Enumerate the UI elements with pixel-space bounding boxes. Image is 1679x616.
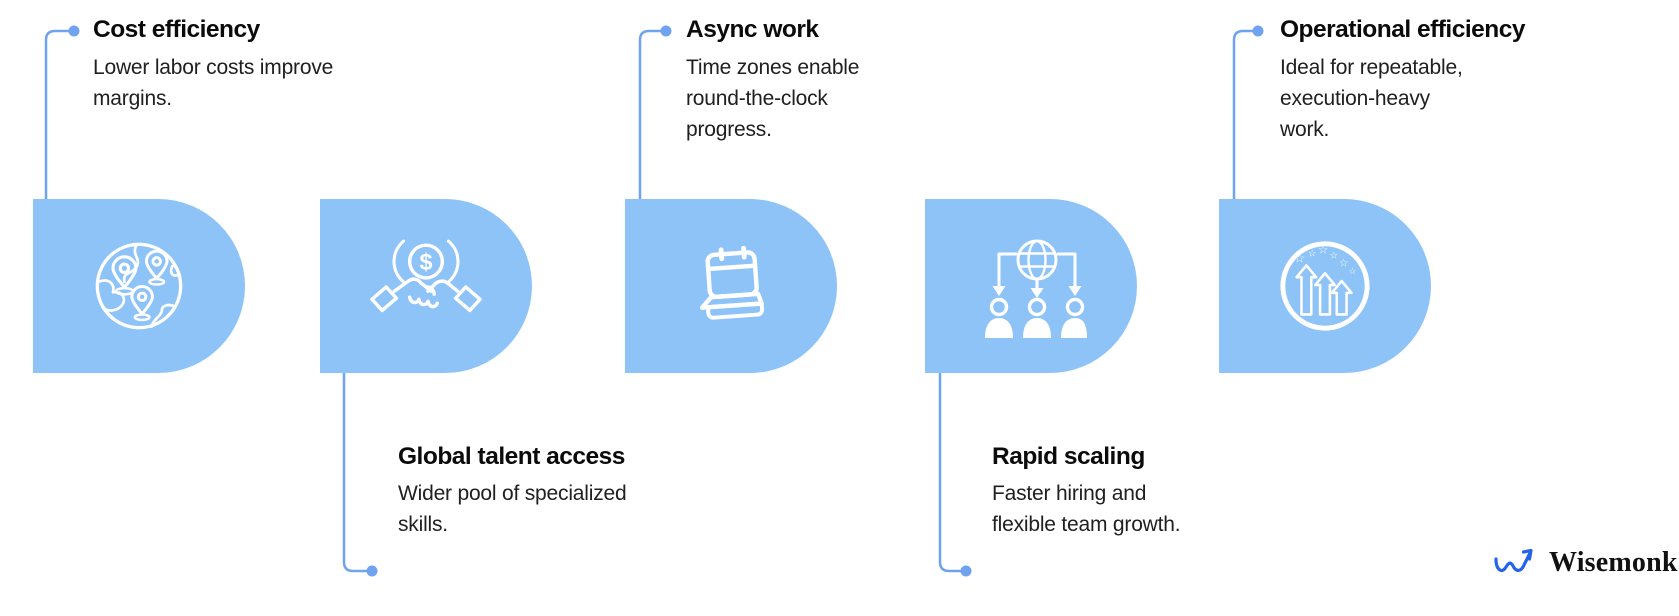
svg-text:☆: ☆ (1318, 243, 1329, 257)
wisemonk-logo[interactable]: Wisemonk (1494, 545, 1678, 581)
card-shape-3 (625, 199, 837, 373)
connector-dot-2 (366, 565, 378, 577)
connector-item-4 (938, 373, 966, 573)
item-3-description: Time zones enable round-the-clock progre… (686, 52, 859, 145)
connector-item-3 (638, 29, 666, 199)
description-line: flexible team growth. (992, 513, 1181, 536)
connector-item-1 (44, 29, 74, 199)
card-shape-5: ☆ ☆ ☆ ☆ ☆ ☆ (1219, 199, 1431, 373)
card-shape-2: $ (320, 199, 532, 373)
connector-dot-1 (68, 25, 80, 37)
description-line: work. (1280, 118, 1330, 141)
connector-item-5 (1232, 29, 1258, 199)
svg-text:☆: ☆ (1339, 256, 1349, 269)
connector-item-2 (342, 373, 372, 573)
growth-arrows-icon: ☆ ☆ ☆ ☆ ☆ ☆ (1280, 241, 1370, 331)
calendar-icon (699, 245, 765, 320)
card-shape-4 (925, 199, 1137, 373)
svg-text:☆: ☆ (1294, 251, 1305, 266)
svg-text:$: $ (419, 249, 432, 275)
item-3-title: Async work (686, 16, 819, 43)
item-4-title: Rapid scaling (992, 443, 1145, 470)
svg-text:☆: ☆ (1329, 251, 1338, 262)
item-2-description: Wider pool of specialized skills. (398, 478, 627, 540)
description-line: Ideal for repeatable, (1280, 56, 1463, 79)
description-line: round-the-clock (686, 87, 828, 110)
description-line: margins. (93, 87, 172, 110)
item-2-title: Global talent access (398, 443, 625, 470)
item-4-description: Faster hiring and flexible team growth. (992, 478, 1181, 540)
item-1-description: Lower labor costs improve margins. (93, 52, 333, 114)
description-line: progress. (686, 118, 772, 141)
item-5-title: Operational efficiency (1280, 16, 1525, 43)
connector-dot-5 (1252, 25, 1264, 37)
description-line: Faster hiring and (992, 482, 1147, 505)
description-line: Wider pool of specialized (398, 482, 627, 505)
global-team-distribution-icon (985, 239, 1087, 338)
connector-dot-3 (660, 25, 672, 37)
item-1-title: Cost efficiency (93, 16, 260, 43)
svg-text:☆: ☆ (1348, 267, 1356, 277)
item-5-description: Ideal for repeatable, execution-heavy wo… (1280, 52, 1463, 145)
description-line: skills. (398, 513, 448, 536)
handshake-dollar-icon: $ (370, 239, 482, 313)
wisemonk-logo-mark-icon (1494, 548, 1533, 573)
description-line: Lower labor costs improve (93, 56, 334, 79)
connector-dot-4 (960, 565, 972, 577)
card-shape-1 (33, 199, 245, 373)
description-line: execution-heavy (1280, 87, 1430, 110)
svg-text:☆: ☆ (1308, 249, 1317, 260)
wisemonk-logo-text: Wisemonk (1549, 547, 1678, 578)
globe-pins-icon (95, 242, 183, 330)
description-line: Time zones enable (686, 56, 860, 79)
